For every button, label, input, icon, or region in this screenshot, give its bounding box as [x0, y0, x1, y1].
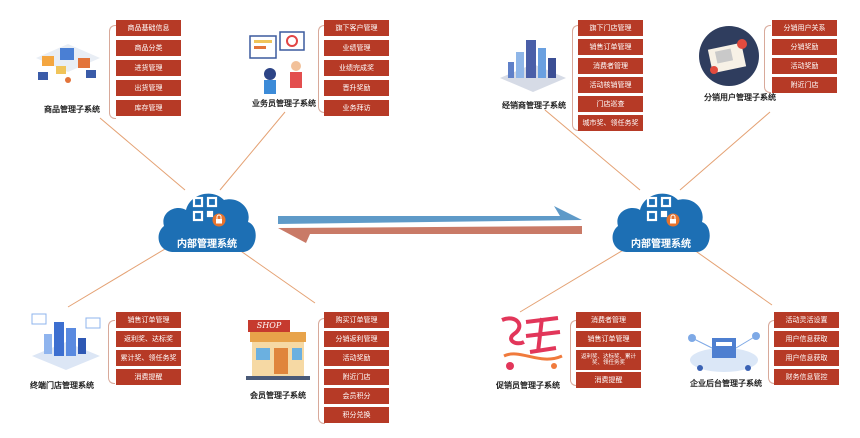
business-meeting-illustration: [249, 31, 305, 94]
shop-sign-text: SHOP: [256, 321, 282, 330]
subsystem-salesman: 业务员管理子系统 旗下客户管理 业绩管理 业绩完成奖 晋升奖励 业务拜访: [240, 18, 390, 118]
function-item: 活动奖励: [324, 350, 389, 366]
function-item: 业绩管理: [324, 40, 389, 56]
subsystem-name: 促销员管理子系统: [496, 381, 560, 390]
hub-label-left: 内部管理系统: [177, 239, 237, 250]
subsystem-distributor: 分销用户管理子系统 分销用户关系 分销奖励 活动奖励 附近门店: [696, 18, 846, 118]
connector-terminal: [67, 239, 181, 308]
subsystem-name: 会员管理子系统: [250, 391, 306, 400]
function-item: 附近门店: [324, 369, 389, 385]
arrow-right: [278, 206, 582, 224]
function-item: 库存管理: [116, 100, 181, 116]
function-item: 出货管理: [116, 80, 181, 96]
warehouse-illustration: [36, 44, 100, 83]
function-item: 门店巡查: [578, 96, 643, 112]
subsystem-backend: 企业后台管理子系统 活动灵活设置 用户信息获取 用户信息获取 财务信息管控: [684, 308, 850, 398]
function-item: 分销奖励: [772, 39, 837, 55]
function-item: 业绩完成奖: [324, 60, 389, 76]
function-item: 业务拜访: [324, 100, 389, 116]
item-bracket: [570, 320, 577, 386]
function-item: 分销返利管理: [324, 331, 389, 347]
subsystem-member: SHOP 会员管理子系统 购买订单管理 分销返利管理 活动奖励 附近门店 会员积…: [240, 306, 390, 430]
data-platform-illustration: [31, 313, 101, 370]
subsystem-name: 业务员管理子系统: [252, 99, 316, 108]
item-bracket: [108, 320, 115, 384]
item-bracket: [764, 25, 771, 93]
function-item: 财务信息管控: [774, 369, 839, 385]
subsystem-dealer: 经销商管理子系统 旗下门店管理 销售订单管理 消费者管理 活动核销管理 门店巡查…: [494, 18, 644, 138]
function-item: 分销用户关系: [772, 20, 837, 36]
function-item: 商品分类: [116, 40, 181, 56]
function-item: 消费者管理: [578, 58, 643, 74]
function-item: 活动灵活设置: [774, 312, 839, 328]
function-item: 用户信息获取: [774, 331, 839, 347]
function-item: 累计奖、领任务奖: [116, 350, 181, 366]
function-item: 活动核销管理: [578, 77, 643, 93]
cloud-shape: [612, 193, 710, 252]
function-item: 商品基础信息: [116, 20, 181, 36]
subsystem-name: 经销商管理子系统: [502, 101, 566, 110]
shop-sign-board: [248, 320, 290, 332]
item-bracket: [572, 25, 579, 131]
hub-cloud-left: 内部管理系统: [152, 184, 262, 256]
connector-dealer: [544, 109, 641, 191]
function-item: 旗下门店管理: [578, 20, 643, 36]
function-item: 进货管理: [116, 60, 181, 76]
function-item: 销售订单管理: [578, 39, 643, 55]
lock-icon: [212, 213, 226, 227]
connector-distributor: [679, 111, 771, 191]
desk-with-laptop-illustration: [699, 26, 759, 86]
arrow-left: [278, 226, 582, 243]
function-item: 活动奖励: [772, 58, 837, 74]
subsystem-name: 分销用户管理子系统: [704, 93, 776, 102]
connector-salesman: [219, 111, 286, 191]
function-item: 销售订单管理: [116, 312, 181, 328]
function-item: 旗下客户管理: [324, 20, 389, 36]
connector-product: [99, 117, 186, 191]
attention-calligraphy-illustration: [501, 316, 563, 370]
function-item: 会员积分: [324, 388, 389, 404]
qr-code-icon: [192, 196, 218, 222]
connector-promoter: [519, 239, 641, 313]
function-item: 消费提醒: [576, 372, 641, 388]
function-item: 购买订单管理: [324, 312, 389, 328]
item-bracket: [318, 25, 325, 113]
subsystem-name: 终端门店管理系统: [30, 381, 94, 390]
function-item: 消费者管理: [576, 312, 641, 328]
function-item: 返利奖、达标奖: [116, 331, 181, 347]
subsystem-terminal: 终端门店管理系统 销售订单管理 返利奖、达标奖 累计奖、领任务奖 消费提醒: [24, 308, 184, 398]
function-item: 积分兑换: [324, 407, 389, 423]
shop-storefront-illustration: SHOP: [246, 320, 312, 380]
city-buildings-illustration: [500, 40, 566, 92]
function-item: 附近门店: [772, 77, 837, 93]
function-item: 返利奖、达标奖、累计奖、领任务奖: [576, 350, 641, 370]
item-bracket: [109, 25, 116, 119]
function-item: 销售订单管理: [576, 331, 641, 347]
subsystem-name: 企业后台管理子系统: [690, 379, 762, 388]
function-item: 消费提醒: [116, 369, 181, 385]
subsystem-promoter: 促销员管理子系统 消费者管理 销售订单管理 返利奖、达标奖、累计奖、领任务奖 消…: [494, 308, 644, 398]
subsystem-name: 商品管理子系统: [44, 105, 100, 114]
function-item: 用户信息获取: [774, 350, 839, 366]
hub-label-right: 内部管理系统: [631, 239, 691, 250]
item-bracket: [768, 320, 775, 384]
lock-icon: [666, 213, 680, 227]
function-item: 城市奖、领任务奖: [578, 115, 643, 131]
qr-code-icon: [646, 196, 672, 222]
item-bracket: [318, 318, 325, 424]
subsystem-product: 商品管理子系统 商品基础信息 商品分类 进货管理 出货管理 库存管理: [30, 20, 181, 120]
cloud-shape: [158, 193, 256, 252]
function-item: 晋升奖励: [324, 80, 389, 96]
network-hub-illustration: [688, 332, 760, 372]
hub-cloud-right: 内部管理系统: [606, 184, 716, 256]
